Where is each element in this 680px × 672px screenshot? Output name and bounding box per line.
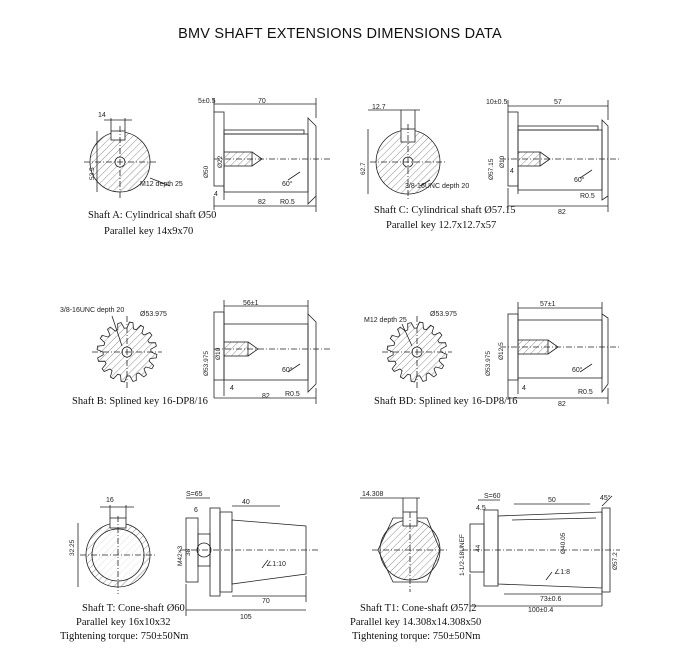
shaft-a-key-width: 14 bbox=[98, 112, 106, 119]
shaft-a-diameter: Ø50 bbox=[203, 165, 210, 178]
shaft-a-side-view: 5±0.5 70 Ø50 Ø22 60° 4 82 R0.5 bbox=[198, 98, 330, 212]
shaft-bd-tap: M12 depth 25 bbox=[364, 317, 407, 324]
shaft-c-diameter: Ø57.15 bbox=[488, 158, 495, 180]
shaft-t1-taper: ∠1:8 bbox=[554, 568, 570, 576]
shaft-c-key-height: 62.7 bbox=[360, 162, 367, 175]
page-title: BMV SHAFT EXTENSIONS DIMENSIONS DATA bbox=[178, 26, 502, 42]
shaft-bd-length: 57±1 bbox=[540, 301, 556, 308]
shaft-bd-angle: 60° bbox=[572, 366, 583, 374]
shaft-a-caption: Shaft A: Cylindrical shaft Ø50 bbox=[88, 210, 217, 221]
shaft-t1-total: 100±0.4 bbox=[528, 607, 553, 614]
shaft-t1-d44: 44 bbox=[475, 544, 482, 552]
shaft-a-length: 70 bbox=[258, 98, 266, 105]
shaft-c-tap: 3/8-16UNC depth 20 bbox=[405, 183, 469, 190]
shaft-c-radius: R0.5 bbox=[580, 193, 595, 200]
shaft-a-key-height: 53.5 bbox=[89, 167, 96, 180]
shaft-a-key-caption: Parallel key 14x9x70 bbox=[104, 226, 194, 237]
shaft-t-side-view: S=65 6 40 M42×3 38 ∠1:10 70 105 bbox=[177, 491, 320, 621]
shaft-bd-step: 4 bbox=[522, 385, 526, 392]
shaft-t-len40: 40 bbox=[242, 499, 250, 506]
shaft-t1-d57: Ø57.2 bbox=[612, 552, 619, 570]
shaft-bd-drawing: M12 depth 25 Ø53.975 57±1 Ø53.975 Ø12.5 … bbox=[364, 301, 620, 408]
shaft-t1-thread: 1-1/2-18UNEF bbox=[459, 534, 466, 576]
shaft-c-angle: 60° bbox=[574, 176, 585, 184]
shaft-a-drawing: 14 53.5 M12 depth 25 5±0.5 70 Ø50 Ø22 60… bbox=[84, 98, 330, 212]
shaft-b-length: 56±1 bbox=[243, 300, 259, 307]
shaft-t-key-height: 32.25 bbox=[69, 539, 76, 556]
shaft-a-end-view: 14 53.5 M12 depth 25 bbox=[84, 112, 183, 198]
shaft-t1-key-caption: Parallel key 14.308x14.308x50 bbox=[350, 617, 482, 628]
shaft-bd-caption: Shaft BD: Splined key 16-DP8/16 bbox=[374, 396, 518, 407]
shaft-t1-side-view: S=60 4.5 50 45° 1-1/2-18UNEF 44 Ø40.05 ∠… bbox=[459, 493, 620, 614]
shaft-c-side-view: 10±0.5 57 Ø57.15 Ø10 60° 4 82 R0.5 bbox=[486, 99, 620, 216]
shaft-c-key-caption: Parallel key 12.7x12.7x57 bbox=[386, 220, 497, 231]
shaft-t-torque-caption: Tightening torque: 750±50Nm bbox=[60, 631, 189, 642]
shaft-bd-total: 82 bbox=[558, 401, 566, 408]
shaft-t-thread: M42×3 bbox=[177, 546, 184, 566]
shaft-b-diameter-2: Ø10 bbox=[215, 347, 222, 360]
shaft-t1-key-width: 14.308 bbox=[362, 491, 384, 498]
shaft-c-caption: Shaft C: Cylindrical shaft Ø57.15 bbox=[374, 205, 516, 216]
shaft-c-step: 4 bbox=[510, 168, 514, 175]
shaft-c-length: 57 bbox=[554, 99, 562, 106]
shaft-b-tap: 3/8-16UNC depth 20 bbox=[60, 307, 124, 314]
shaft-b-caption: Shaft B: Splined key 16-DP8/16 bbox=[72, 396, 208, 407]
shaft-t-total: 105 bbox=[240, 614, 252, 621]
shaft-b-pitch: Ø53.975 bbox=[140, 311, 167, 318]
shaft-t-caption: Shaft T: Cone-shaft Ø60 bbox=[82, 603, 185, 614]
shaft-b-total: 82 bbox=[262, 393, 270, 400]
shaft-t1-d40: Ø40.05 bbox=[560, 532, 567, 554]
shaft-c-diameter-2: Ø10 bbox=[499, 155, 506, 168]
shaft-c-end-view: 12.7 62.7 3/8-16UNC depth 20 bbox=[360, 104, 469, 200]
shaft-t-drawing: 16 32.25 S=65 6 40 M42×3 38 ∠1:10 70 bbox=[69, 491, 320, 621]
shaft-bd-diameter: Ø53.975 bbox=[485, 351, 492, 376]
shaft-c-drawing: 12.7 62.7 3/8-16UNC depth 20 10±0.5 57 Ø… bbox=[360, 99, 620, 216]
shaft-t-taper: ∠1:10 bbox=[266, 560, 286, 568]
shaft-t1-caption: Shaft T1: Cone-shaft Ø57.2 bbox=[360, 603, 477, 614]
shaft-a-radius: R0.5 bbox=[280, 199, 295, 206]
shaft-t-wrench-size: S=65 bbox=[186, 491, 203, 498]
shaft-t1-angle: 45° bbox=[600, 494, 611, 502]
shaft-bd-diameter-2: Ø12.5 bbox=[498, 342, 505, 360]
shaft-a-total: 82 bbox=[258, 199, 266, 206]
shaft-t1-len50: 50 bbox=[548, 497, 556, 504]
shaft-c-total: 82 bbox=[558, 209, 566, 216]
shaft-a-angle: 60° bbox=[282, 180, 293, 188]
shaft-t1-wrench-size: S=60 bbox=[484, 493, 501, 500]
shaft-b-side-view: 56±1 Ø53.975 Ø10 60° 4 82 R0.5 bbox=[203, 300, 330, 404]
shaft-bd-pitch: Ø53.975 bbox=[430, 311, 457, 318]
shaft-a-tap: M12 depth 25 bbox=[140, 181, 183, 188]
shaft-t-end-view: 16 32.25 bbox=[69, 497, 156, 594]
shaft-bd-radius: R0.5 bbox=[578, 389, 593, 396]
shaft-t-d38: 38 bbox=[185, 548, 192, 556]
shaft-a-shoulder: 5±0.5 bbox=[198, 98, 216, 105]
shaft-bd-side-view: 57±1 Ø53.975 Ø12.5 60° 4 82 R0.5 bbox=[485, 301, 620, 408]
shaft-c-shoulder: 10±0.5 bbox=[486, 99, 507, 106]
shaft-t-len70: 70 bbox=[262, 598, 270, 605]
shaft-t-key-width: 16 bbox=[106, 497, 114, 504]
shaft-a-step: 4 bbox=[214, 191, 218, 198]
shaft-t1-len73: 73±0.6 bbox=[540, 596, 561, 603]
shaft-a-diameter-2: Ø22 bbox=[217, 155, 224, 168]
shaft-b-radius: R0.5 bbox=[285, 391, 300, 398]
shaft-c-key-width: 12.7 bbox=[372, 104, 386, 111]
shaft-t1-half: 4.5 bbox=[476, 505, 486, 512]
shaft-b-diameter: Ø53.975 bbox=[203, 351, 210, 376]
shaft-b-step: 4 bbox=[230, 385, 234, 392]
shaft-t1-torque-caption: Tightening torque: 750±50Nm bbox=[352, 631, 481, 642]
shaft-b-drawing: 3/8-16UNC depth 20 Ø53.975 56±1 Ø53.975 … bbox=[60, 300, 330, 404]
shaft-t-nut-width: 6 bbox=[194, 507, 198, 514]
shaft-b-angle: 60° bbox=[282, 366, 293, 374]
shaft-t1-end-view: 14.308 bbox=[360, 491, 448, 592]
shaft-t1-drawing: 14.308 S=60 4.5 50 45° 1-1/2-18UNEF 44 Ø… bbox=[360, 491, 620, 614]
shaft-t-key-caption: Parallel key 16x10x32 bbox=[76, 617, 171, 628]
